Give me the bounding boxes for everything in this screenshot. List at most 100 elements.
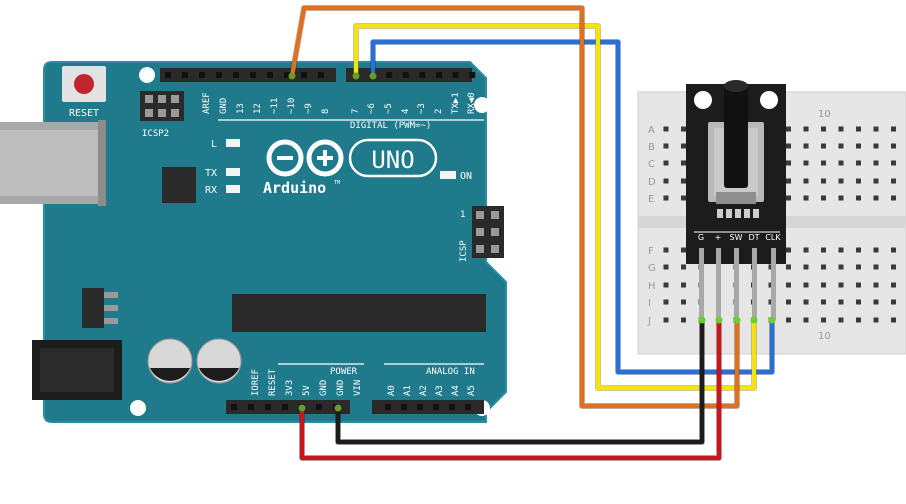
- breadboard-hole: [856, 195, 861, 201]
- breadboard-hole: [803, 143, 809, 149]
- header-socket: [402, 72, 409, 78]
- dc-power-jack-face: [40, 348, 114, 392]
- encoder-mount-hole-left: [694, 91, 712, 109]
- led-rx: [226, 185, 240, 193]
- breadboard-hole: [663, 143, 669, 149]
- breadboard-row-j: J: [647, 316, 651, 327]
- breadboard-hole: [803, 264, 809, 270]
- breadboard-hole: [803, 160, 809, 166]
- breadboard-hole: [786, 317, 791, 323]
- breadboard-hole: [856, 143, 861, 149]
- encoder-knob-shaft[interactable]: [724, 84, 748, 188]
- breadboard-row-e: E: [648, 194, 654, 205]
- wire-red-5v: [299, 317, 722, 461]
- breadboard-hole: [803, 282, 809, 288]
- icsp-pin1-label: 1: [460, 210, 465, 220]
- power-pin-label: 5V: [302, 385, 312, 396]
- header-socket: [199, 72, 205, 78]
- pin-label-gnd-top: GND: [219, 98, 229, 114]
- breadboard-hole: [681, 299, 686, 305]
- header-socket: [401, 404, 407, 410]
- wire-blue-clk-to-pin6: [370, 39, 775, 375]
- breadboard-hole: [821, 317, 826, 323]
- header-socket: [284, 72, 290, 78]
- digital-pin-label: ~10: [287, 98, 297, 114]
- header-socket: [233, 72, 239, 78]
- usb-connector-flange: [98, 120, 106, 206]
- wire-orange-sw-to-pin10-end-board: [288, 72, 296, 80]
- breadboard-hole: [856, 178, 861, 184]
- breadboard-hole: [786, 264, 791, 270]
- breadboard-hole: [891, 247, 896, 253]
- analog-pin-label: A5: [467, 385, 477, 396]
- breadboard-hole: [891, 299, 896, 305]
- wire-blue-clk-to-pin6-end-board: [369, 72, 377, 80]
- header-socket: [282, 404, 288, 410]
- analog-header: [372, 400, 484, 414]
- header-socket: [417, 404, 423, 410]
- breadboard-hole: [681, 282, 686, 288]
- capacitor-right: [196, 338, 242, 384]
- header-socket: [419, 72, 426, 78]
- reset-label: RESET: [69, 108, 99, 119]
- wire-red-5v-end-breadboard: [715, 316, 723, 324]
- pin-label-aref: AREF: [202, 92, 212, 114]
- breadboard-hole: [821, 247, 826, 253]
- breadboard-row-d: D: [648, 177, 656, 188]
- digital-pin-label: 12: [253, 103, 263, 114]
- breadboard-hole: [891, 317, 896, 323]
- digital-pin-label: 4: [401, 109, 411, 114]
- breadboard-hole: [663, 282, 669, 288]
- header-socket: [449, 404, 455, 410]
- breadboard-hole: [663, 178, 669, 184]
- wire-blue-clk-to-pin6-end-breadboard: [768, 316, 776, 324]
- trademark: TM: [334, 180, 340, 186]
- breadboard-hole: [681, 178, 686, 184]
- breadboard-hole: [873, 282, 879, 288]
- breadboard-hole: [873, 143, 879, 149]
- breadboard-hole: [663, 247, 669, 253]
- breadboard-column-label-top: 10: [818, 109, 831, 120]
- breadboard-hole: [856, 282, 861, 288]
- breadboard-hole: [838, 195, 844, 201]
- breadboard-hole: [803, 317, 809, 323]
- breadboard-hole: [821, 282, 826, 288]
- breadboard-hole: [786, 178, 791, 184]
- breadboard-hole: [838, 282, 844, 288]
- encoder-knob-top[interactable]: [724, 80, 748, 92]
- icsp-header: [472, 206, 504, 258]
- breadboard-hole: [663, 195, 669, 201]
- analog-pin-label: A0: [387, 385, 397, 396]
- breadboard-hole: [821, 126, 826, 132]
- encoder-mount-hole-right: [760, 91, 778, 109]
- encoder-base: [716, 192, 756, 204]
- led-tx-label: TX: [205, 168, 217, 179]
- header-socket: [265, 404, 271, 410]
- breadboard-hole: [838, 143, 844, 149]
- reset-button-cap[interactable]: [74, 74, 94, 94]
- breadboard-row-h: H: [648, 281, 656, 292]
- header-socket: [465, 404, 471, 410]
- breadboard-hole: [821, 178, 826, 184]
- breadboard-hole: [803, 178, 809, 184]
- encoder-solder-pads: [717, 209, 759, 218]
- rotary-encoder-module: G + SW DT CLK: [686, 80, 786, 320]
- breadboard-hole: [663, 126, 669, 132]
- breadboard-hole: [838, 160, 844, 166]
- header-socket: [216, 72, 222, 78]
- wire-red-5v-end-board: [298, 404, 306, 412]
- breadboard-hole: [803, 126, 809, 132]
- breadboard-hole: [856, 160, 861, 166]
- breadboard-hole: [891, 195, 896, 201]
- header-socket: [433, 404, 439, 410]
- header-socket: [316, 404, 322, 410]
- breadboard-hole: [891, 143, 896, 149]
- header-socket: [267, 72, 273, 78]
- capacitor-left: [147, 338, 193, 384]
- wire-black-gnd: [335, 317, 705, 445]
- breadboard-hole: [821, 264, 826, 270]
- power-pin-label: IOREF: [251, 369, 261, 396]
